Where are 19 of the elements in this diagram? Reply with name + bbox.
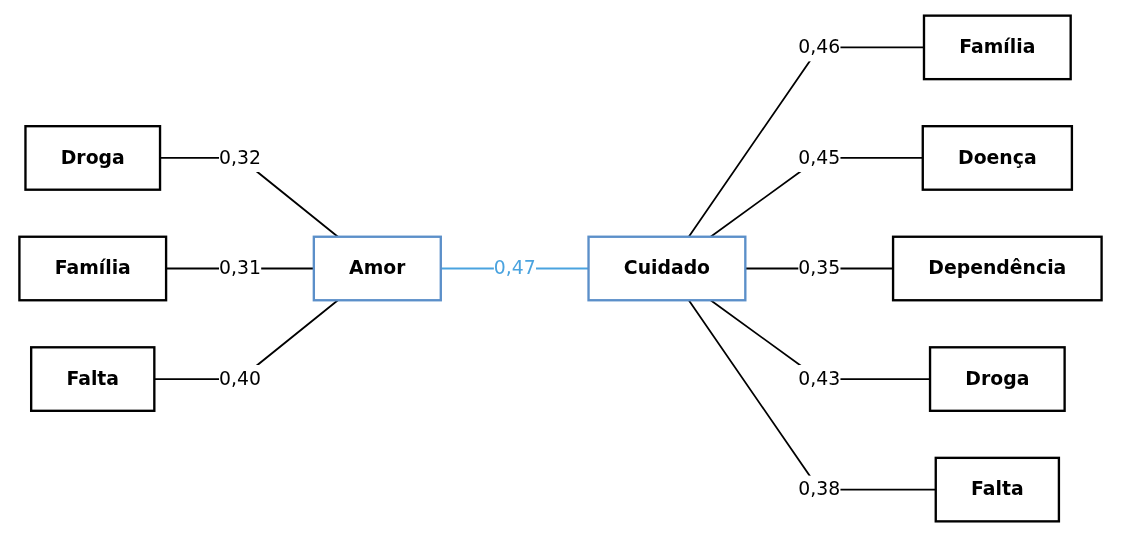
node-box: Droga (24, 125, 162, 191)
node-box: Família (18, 235, 168, 302)
edge-label: 0,38 (798, 477, 841, 501)
node-box: Droga (928, 346, 1066, 412)
edge-label: 0,45 (798, 146, 841, 169)
node-box: Falta (30, 346, 156, 412)
node-box: Doença (921, 125, 1074, 191)
edge-label: 0,43 (798, 367, 841, 390)
edge-label: 0,35 (798, 256, 841, 280)
edge-label: 0,31 (219, 256, 261, 280)
node-box: Família (922, 14, 1072, 81)
edge-label: 0,46 (798, 35, 841, 58)
edge-label: 0,40 (219, 367, 261, 390)
edge-label: 0,32 (219, 146, 261, 169)
node-box: Falta (934, 456, 1061, 523)
node-box: Cuidado (587, 235, 747, 302)
node-box: Amor (312, 235, 442, 302)
node-box: Dependência (891, 235, 1103, 302)
edge-label: 0,47 (493, 256, 536, 280)
